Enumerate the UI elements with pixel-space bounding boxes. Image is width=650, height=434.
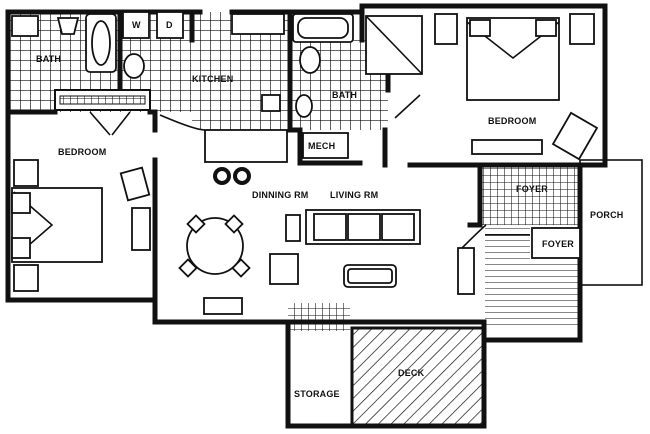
bath-left-fixtures [11,13,117,73]
label-bath-center: BATH [332,90,357,100]
label-bath-left: BATH [36,54,61,64]
dryer-box [156,11,184,39]
kitchen-fixtures [159,13,288,163]
storage-tile [288,303,350,331]
mech-box [302,132,349,159]
toilet-laundry [123,53,145,79]
label-porch: PORCH [590,210,624,220]
label-living: LIVING RM [330,190,378,200]
label-bedroom-right: BEDROOM [488,116,536,126]
room-labels: BATH W D KITCHEN BATH BEDROOM BEDROOM ME… [36,20,624,399]
porch-outline [579,159,643,286]
label-bedroom-left: BEDROOM [58,147,106,157]
label-mech: MECH [308,141,335,151]
label-washer: W [132,20,141,30]
bedroom-left-furniture [11,159,151,292]
label-storage: STORAGE [294,389,340,399]
living-set [269,209,487,295]
closet-left [54,89,151,136]
bath-center-fixtures [292,13,423,118]
label-kitchen: KITCHEN [192,74,233,84]
foyer-lines [485,227,581,259]
washer-box [122,11,150,39]
laundry [122,11,184,79]
dining-set [178,167,251,315]
label-dryer: D [166,20,173,30]
bedroom-right-furniture [394,13,599,161]
stairs-lower [530,260,578,325]
label-foyer-lower: FOYER [542,239,574,249]
label-foyer-upper: FOYER [516,184,548,194]
label-dining: DINNING RM [252,190,309,200]
foyer-floor [480,165,580,225]
stairs-upper [485,225,530,325]
label-deck: DECK [398,368,425,378]
